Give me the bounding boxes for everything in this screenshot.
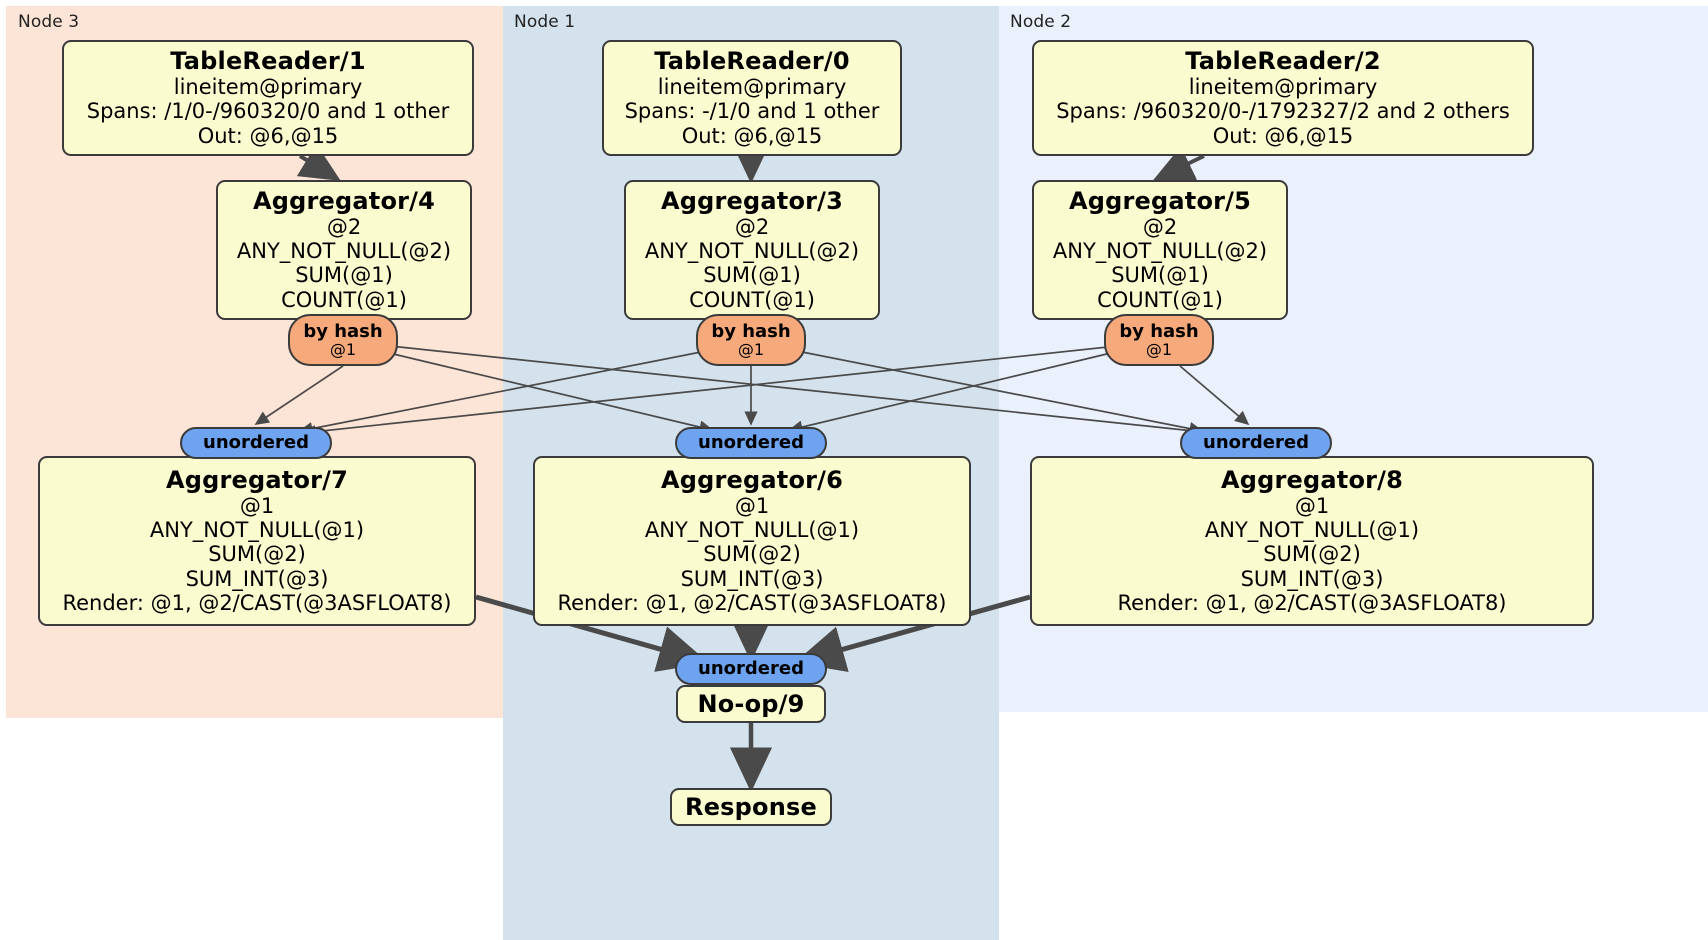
router-column: @1 (737, 340, 765, 360)
processor-title: Aggregator/3 (660, 186, 844, 215)
hash-router-left[interactable]: by hash @1 (288, 314, 398, 366)
router-kind: by hash (711, 320, 791, 342)
processor-title: TableReader/1 (170, 47, 366, 76)
processor-line: SUM(@1) (295, 263, 393, 288)
processor-aggregator-3[interactable]: Aggregator/3 @2 ANY_NOT_NULL(@2) SUM(@1)… (624, 180, 880, 320)
hash-router-right[interactable]: by hash @1 (1104, 314, 1214, 366)
processor-line: ANY_NOT_NULL(@1) (149, 517, 365, 542)
processor-aggregator-7[interactable]: Aggregator/7 @1 ANY_NOT_NULL(@1) SUM(@2)… (38, 456, 476, 626)
processor-title: Response (685, 792, 817, 821)
processor-title: Aggregator/8 (1220, 465, 1404, 494)
node-label-node3: Node 3 (18, 12, 80, 32)
processor-line: Out: @6,@15 (197, 123, 339, 148)
processor-noop-9[interactable]: No-op/9 (676, 685, 826, 723)
processor-line: ANY_NOT_NULL(@2) (644, 239, 860, 264)
processor-line: @1 (239, 493, 275, 518)
router-kind: by hash (1119, 320, 1199, 342)
processor-title: No-op/9 (697, 689, 805, 718)
processor-line: @2 (1142, 214, 1178, 239)
processor-line: SUM(@2) (703, 542, 801, 567)
processor-title: Aggregator/5 (1068, 186, 1252, 215)
processor-line: COUNT(@1) (689, 287, 815, 312)
processor-line: @2 (734, 214, 770, 239)
router-kind: unordered (203, 432, 309, 454)
hash-router-mid[interactable]: by hash @1 (696, 314, 806, 366)
processor-aggregator-6[interactable]: Aggregator/6 @1 ANY_NOT_NULL(@1) SUM(@2)… (533, 456, 971, 626)
processor-aggregator-5[interactable]: Aggregator/5 @2 ANY_NOT_NULL(@2) SUM(@1)… (1032, 180, 1288, 320)
processor-title: Aggregator/7 (165, 465, 349, 494)
processor-line: Render: @1, @2/CAST(@3ASFLOAT8) (557, 590, 947, 615)
processor-aggregator-8[interactable]: Aggregator/8 @1 ANY_NOT_NULL(@1) SUM(@2)… (1030, 456, 1594, 626)
processor-line: Render: @1, @2/CAST(@3ASFLOAT8) (62, 590, 452, 615)
processor-line: Spans: /1/0-/960320/0 and 1 other (86, 99, 450, 124)
router-kind: unordered (698, 432, 804, 454)
router-kind: by hash (303, 320, 383, 342)
processor-line: ANY_NOT_NULL(@1) (644, 517, 860, 542)
router-column: @1 (1145, 340, 1173, 360)
processor-line: SUM(@1) (1111, 263, 1209, 288)
processor-line: Render: @1, @2/CAST(@3ASFLOAT8) (1117, 590, 1507, 615)
processor-tablereader-1[interactable]: TableReader/1 lineitem@primary Spans: /1… (62, 40, 474, 156)
processor-aggregator-4[interactable]: Aggregator/4 @2 ANY_NOT_NULL(@2) SUM(@1)… (216, 180, 472, 320)
processor-title: TableReader/0 (654, 47, 850, 76)
router-kind: unordered (1203, 432, 1309, 454)
processor-line: ANY_NOT_NULL(@2) (1052, 239, 1268, 264)
processor-line: lineitem@primary (173, 74, 363, 99)
node-label-node1: Node 1 (514, 12, 576, 32)
processor-line: SUM(@2) (208, 542, 306, 567)
processor-line: Spans: -/1/0 and 1 other (624, 99, 880, 124)
processor-line: Out: @6,@15 (1212, 123, 1354, 148)
processor-line: SUM_INT(@3) (185, 566, 329, 591)
unordered-synchronizer-left[interactable]: unordered (180, 427, 332, 459)
unordered-synchronizer-right[interactable]: unordered (1180, 427, 1332, 459)
processor-line: Out: @6,@15 (681, 123, 823, 148)
processor-title: TableReader/2 (1185, 47, 1381, 76)
router-kind: unordered (698, 658, 804, 680)
processor-line: ANY_NOT_NULL(@1) (1204, 517, 1420, 542)
processor-line: COUNT(@1) (1097, 287, 1223, 312)
router-column: @1 (329, 340, 357, 360)
processor-line: lineitem@primary (657, 74, 847, 99)
processor-line: @2 (326, 214, 362, 239)
processor-title: Aggregator/6 (660, 465, 844, 494)
processor-line: SUM(@1) (703, 263, 801, 288)
processor-line: Spans: /960320/0-/1792327/2 and 2 others (1056, 99, 1510, 124)
processor-tablereader-2[interactable]: TableReader/2 lineitem@primary Spans: /9… (1032, 40, 1534, 156)
processor-line: SUM_INT(@3) (680, 566, 824, 591)
processor-line: COUNT(@1) (281, 287, 407, 312)
processor-line: SUM(@2) (1263, 542, 1361, 567)
processor-response[interactable]: Response (670, 788, 832, 826)
processor-line: ANY_NOT_NULL(@2) (236, 239, 452, 264)
node-label-node2: Node 2 (1010, 12, 1072, 32)
unordered-synchronizer-mid[interactable]: unordered (675, 427, 827, 459)
processor-line: @1 (1294, 493, 1330, 518)
processor-tablereader-0[interactable]: TableReader/0 lineitem@primary Spans: -/… (602, 40, 902, 156)
unordered-synchronizer-final[interactable]: unordered (675, 653, 827, 685)
processor-title: Aggregator/4 (252, 186, 436, 215)
processor-line: @1 (734, 493, 770, 518)
processor-line: lineitem@primary (1188, 74, 1378, 99)
processor-line: SUM_INT(@3) (1240, 566, 1384, 591)
